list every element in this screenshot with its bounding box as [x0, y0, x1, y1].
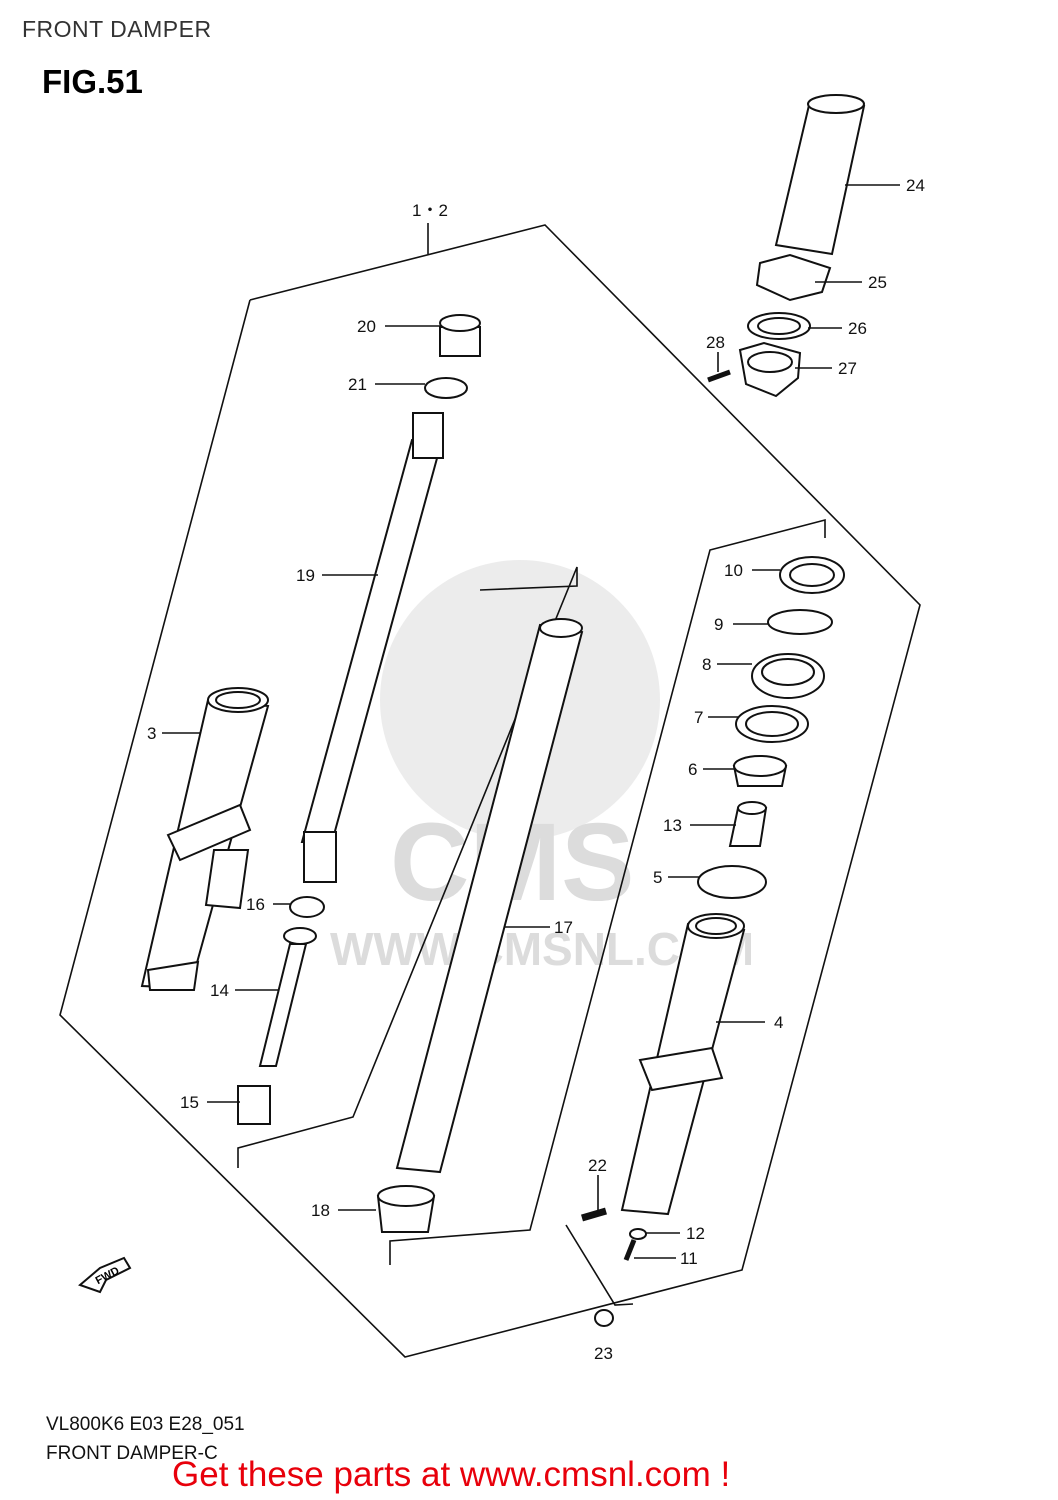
part-13-cylinder	[728, 801, 768, 847]
callout-4: 4	[774, 1013, 783, 1032]
figure-label: FIG.51	[42, 63, 143, 100]
fwd-arrow-icon: FWD	[78, 1256, 132, 1294]
part-3-outer-tube	[140, 687, 270, 991]
callout-14: 14	[210, 981, 229, 1000]
part-5-snap-ring	[697, 865, 767, 899]
part-9-clip	[767, 609, 833, 635]
callout-23: 23	[594, 1344, 613, 1363]
part-8-oil-seal	[751, 653, 825, 699]
part-12-washer	[629, 1228, 647, 1240]
callout-21: 21	[348, 375, 367, 394]
fwd-label: FWD	[94, 1265, 122, 1287]
callout-27: 27	[838, 359, 857, 378]
part-19-spring	[300, 412, 444, 883]
part-16-ring	[289, 896, 325, 918]
diagram-code: VL800K6 E03 E28_051	[46, 1414, 245, 1435]
callout-10: 10	[724, 561, 743, 580]
callout-11: 11	[680, 1249, 698, 1268]
callout-15: 15	[180, 1093, 199, 1112]
part-25-nut	[755, 253, 832, 302]
callout-12: 12	[686, 1224, 705, 1243]
page-title: FRONT DAMPER	[22, 16, 212, 42]
part-23-plug	[594, 1309, 614, 1327]
callout-1-2: 1・2	[412, 201, 448, 220]
callout-16: 16	[246, 895, 265, 914]
callout-7: 7	[694, 708, 703, 727]
callout-17: 17	[554, 918, 573, 937]
part-6-bushing	[732, 755, 788, 787]
leader-lines	[162, 184, 900, 1259]
part-15-spring	[237, 1085, 271, 1125]
callout-13: 13	[663, 816, 682, 835]
callout-20: 20	[357, 317, 376, 336]
part-26-washer-inner	[757, 317, 801, 335]
inner-bracket-right	[389, 518, 826, 1265]
callout-22: 22	[588, 1156, 607, 1175]
assembly-outline	[59, 224, 921, 1358]
part-14-rod	[258, 927, 317, 1067]
callout-9: 9	[714, 615, 723, 634]
callout-19: 19	[296, 566, 315, 585]
callout-3: 3	[147, 724, 156, 743]
part-7-washer	[735, 705, 809, 743]
part-28-bolt	[707, 369, 731, 383]
callout-28: 28	[706, 333, 725, 352]
part-4-outer-tube	[620, 913, 746, 1216]
part-20-cap	[439, 314, 481, 357]
callout-26: 26	[848, 319, 867, 338]
part-27-clamp-bore	[747, 351, 793, 373]
callout-8: 8	[702, 655, 711, 674]
part-17-inner-tube	[395, 618, 584, 1174]
callout-5: 5	[653, 868, 662, 887]
hardware-bracket	[565, 1224, 634, 1306]
callout-labels: 1・2 24 25 26 27 28 20 21 19 3 16 14 15 1…	[147, 176, 925, 1363]
callout-6: 6	[688, 760, 697, 779]
callout-24: 24	[906, 176, 925, 195]
part-18-bushing	[376, 1185, 436, 1233]
part-21-oring	[424, 377, 468, 399]
promo-link[interactable]: Get these parts at www.cmsnl.com !	[172, 1455, 731, 1494]
part-24-tube	[774, 94, 866, 256]
part-11-screw	[623, 1239, 637, 1261]
inner-bracket-left	[237, 566, 578, 1168]
callout-18: 18	[311, 1201, 330, 1220]
callout-25: 25	[868, 273, 887, 292]
part-10-seal	[779, 556, 845, 594]
part-22-bolt	[581, 1207, 607, 1222]
diagram-name: FRONT DAMPER-C	[46, 1443, 218, 1464]
